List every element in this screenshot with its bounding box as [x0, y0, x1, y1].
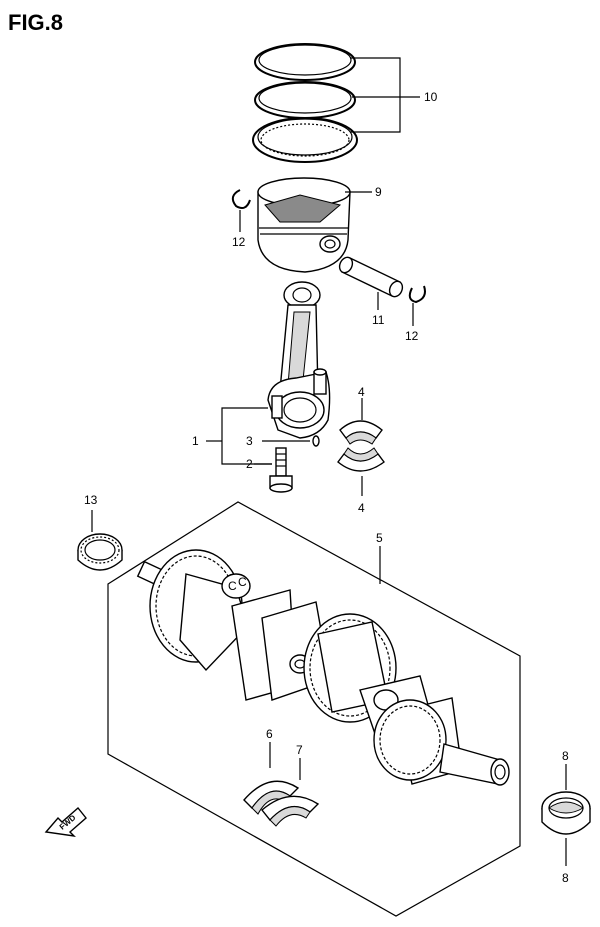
callout-13: 13 — [84, 493, 98, 507]
rod-bearing-lower — [337, 447, 385, 472]
callout-6: 6 — [266, 727, 273, 741]
piston-rings — [252, 43, 358, 163]
callout-8-top: 8 — [562, 749, 569, 763]
callout-9: 9 — [375, 185, 382, 199]
crankshaft: C C — [136, 549, 510, 786]
callout-2: 2 — [246, 457, 253, 471]
crankshaft-frame — [107, 501, 521, 917]
callout-10: 10 — [424, 90, 438, 104]
callout-4-top: 4 — [358, 385, 365, 399]
circlip-left — [231, 189, 251, 209]
needle-bearing — [77, 533, 123, 571]
callout-12-left: 12 — [232, 235, 246, 249]
rod-pin — [262, 435, 320, 447]
callout-3: 3 — [246, 434, 253, 448]
callout-4-bottom: 4 — [358, 501, 365, 515]
leader-10 — [350, 57, 420, 133]
rod-bearing-upper — [339, 420, 383, 445]
circlip-right — [408, 285, 426, 304]
piston-pin — [338, 256, 404, 298]
callout-8-bottom: 8 — [562, 871, 569, 885]
callout-7: 7 — [296, 743, 303, 757]
callout-1: 1 — [192, 434, 199, 448]
callout-5: 5 — [376, 531, 383, 545]
leader-1 — [206, 407, 272, 465]
callout-11: 11 — [372, 313, 385, 327]
piston — [257, 177, 351, 273]
web-mark-c2: C — [238, 575, 247, 589]
connecting-rod — [267, 281, 331, 439]
main-bearing — [541, 791, 591, 835]
web-mark-c1: C — [228, 579, 237, 593]
callout-12-right: 12 — [405, 329, 419, 343]
rod-bolt — [269, 447, 293, 493]
forward-arrow-icon: FWD — [44, 806, 87, 837]
thrust-bearing-7 — [261, 795, 320, 827]
figure-title: FIG.8 — [8, 10, 63, 35]
